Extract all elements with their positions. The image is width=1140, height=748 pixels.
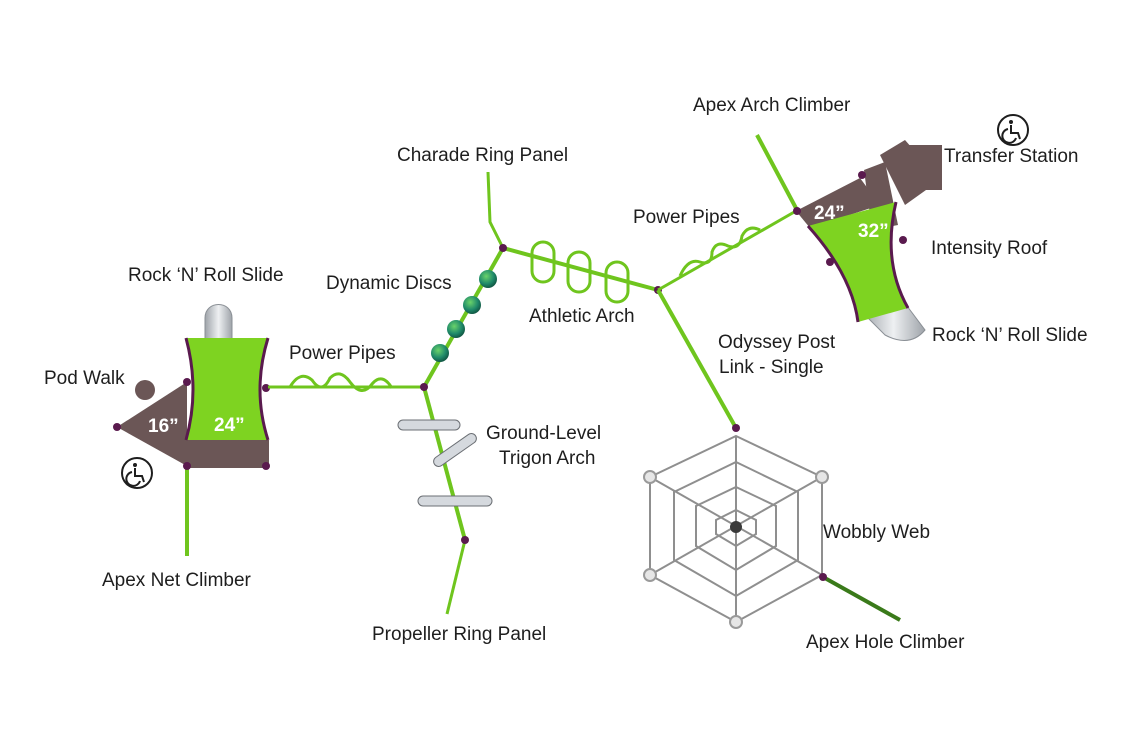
label-ground-level-trigon-arch-line1: Ground-Level: [486, 423, 602, 444]
post: [499, 244, 507, 252]
ground-level-trigon-arch-shape: [397, 419, 493, 507]
post: [899, 236, 907, 244]
post: [732, 424, 740, 432]
post: [461, 536, 469, 544]
label-propeller-ring-panel: Propeller Ring Panel: [372, 624, 547, 645]
post: [262, 462, 270, 470]
left-deck-base: [185, 440, 269, 468]
label-odyssey-post-link-line2: Link - Single: [719, 357, 824, 378]
label-rock-n-roll-slide-left: Rock ‘N’ Roll Slide: [128, 265, 284, 286]
left-deck-green: [186, 338, 268, 440]
wheelchair-accessible-icon: [997, 114, 1029, 146]
left-platform-height: 24”: [214, 415, 245, 436]
post: [858, 171, 866, 179]
label-intensity-roof: Intensity Roof: [931, 238, 1048, 259]
center-structure: [397, 171, 662, 615]
left-structure: 16” 24”: [113, 304, 270, 556]
label-apex-hole-climber: Apex Hole Climber: [806, 632, 965, 653]
label-rock-n-roll-slide-right: Rock ‘N’ Roll Slide: [932, 325, 1088, 346]
right-main-deck-height: 32”: [858, 221, 889, 242]
right-deck-green: [808, 202, 908, 322]
wobbly-web-shape: [643, 434, 829, 629]
label-power-pipes-left: Power Pipes: [289, 343, 396, 364]
label-power-pipes-right: Power Pipes: [633, 207, 740, 228]
post: [113, 423, 121, 431]
athletic-arch-rings: [530, 240, 630, 304]
label-wobbly-web: Wobbly Web: [823, 522, 931, 543]
post: [183, 378, 191, 386]
power-pipes-right-shape: [657, 209, 797, 292]
post: [819, 573, 827, 581]
apex-hole-climber-shape: [822, 575, 901, 622]
pod-walk-deck: [117, 382, 187, 466]
power-pipes-left-shape: [268, 372, 424, 392]
label-athletic-arch: Athletic Arch: [529, 306, 635, 327]
label-odyssey-post-link-line1: Odyssey Post: [718, 332, 836, 353]
left-pod-height: 16”: [148, 416, 179, 437]
label-dynamic-discs: Dynamic Discs: [326, 273, 452, 294]
post: [183, 462, 191, 470]
label-transfer-station: Transfer Station: [944, 146, 1079, 167]
right-upper-deck-height: 24”: [814, 203, 845, 224]
label-ground-level-trigon-arch-line2: Trigon Arch: [499, 448, 596, 469]
label-pod-walk: Pod Walk: [44, 368, 125, 389]
label-apex-net-climber: Apex Net Climber: [102, 570, 251, 591]
post: [826, 258, 834, 266]
label-charade-ring-panel: Charade Ring Panel: [397, 145, 569, 166]
post: [420, 383, 428, 391]
dynamic-discs-shape: [431, 270, 497, 362]
pod-walk-pod: [135, 380, 155, 400]
post: [793, 207, 801, 215]
right-structure: 24” 32”: [755, 134, 942, 341]
odyssey-post-link-shape: [656, 289, 738, 429]
label-apex-arch-climber: Apex Arch Climber: [693, 95, 851, 116]
wheelchair-accessible-icon: [121, 457, 153, 489]
